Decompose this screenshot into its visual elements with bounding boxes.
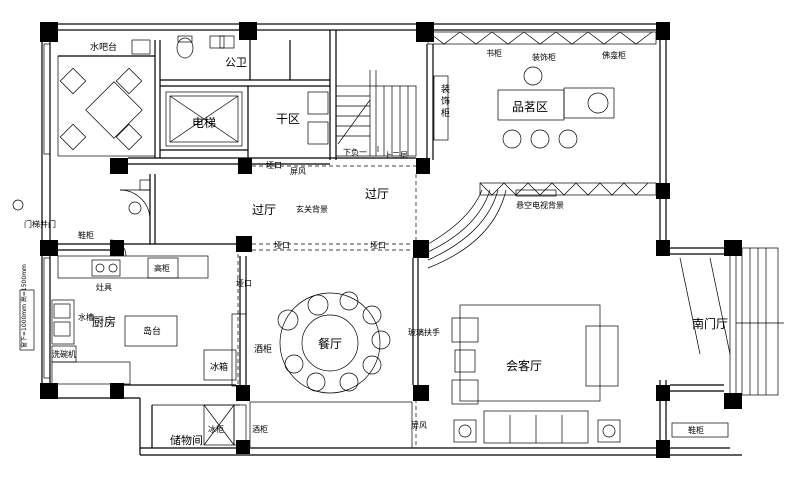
south-entry-steps	[671, 247, 784, 438]
label-living: 会客厅	[506, 358, 542, 373]
label-elevator: 电梯	[192, 116, 216, 130]
label-shoe-cabinet-left: 鞋柜	[78, 230, 94, 240]
label-fridge-storage: 冰柜	[208, 424, 224, 434]
elevator-shaft	[165, 91, 243, 147]
kitchen-fixtures	[51, 255, 247, 387]
label-wine-cabinet-1: 酒柜	[254, 343, 272, 355]
dining-table	[249, 291, 413, 449]
label-bookshelf: 书柜	[486, 48, 502, 58]
living-furniture	[451, 304, 621, 444]
label-glass-rail: 玻璃扶手	[408, 327, 440, 337]
windows	[43, 31, 657, 379]
storage-fixtures	[203, 404, 247, 446]
openings	[237, 165, 417, 448]
outside-marks	[12, 199, 142, 351]
tea-area-furniture	[433, 66, 615, 149]
label-shoe-cabinet-right: 鞋柜	[688, 425, 704, 435]
label-screen-bottom: 屏风	[411, 421, 427, 430]
label-decor-cabinet-v: 装饰柜	[441, 83, 450, 119]
label-dining: 餐厅	[318, 336, 342, 351]
label-high-cabinet: 高柜	[154, 263, 170, 273]
wc-fixtures	[176, 35, 329, 145]
label-screen-top: 屏风	[290, 167, 306, 176]
interior-walls	[58, 30, 737, 393]
label-suspended-tv: 悬空电视背景	[516, 200, 564, 210]
label-entry-screen: 玄关背景	[296, 204, 328, 214]
label-wine-cabinet-2: 酒柜	[252, 424, 268, 434]
label-window-note: 窗下=1000mm 高=1500mm	[20, 264, 28, 348]
label-island: 岛台	[143, 325, 161, 337]
label-south-hall: 南门厅	[692, 316, 728, 331]
label-dishwasher: 洗碗机	[52, 349, 76, 359]
label-sink: 水槽	[78, 312, 94, 322]
label-public-wc: 公卫	[225, 56, 247, 69]
label-tea-area: 品茗区	[512, 100, 548, 114]
curved-rail	[427, 189, 557, 269]
structural-columns	[40, 22, 742, 458]
label-decor-cabinet: 装饰柜	[532, 52, 556, 62]
label-corridor-left: 过厅	[252, 203, 276, 217]
label-pass-3: 垭口	[370, 241, 386, 250]
label-go-down: 下负一	[343, 147, 367, 157]
label-corridor-right: 过厅	[365, 187, 389, 201]
label-stove: 灶具	[96, 282, 112, 292]
label-pass-1: 垭口	[266, 161, 282, 170]
label-water-bar: 水吧台	[90, 41, 117, 53]
door-swings	[109, 179, 151, 257]
label-pass-2: 垭口	[274, 241, 290, 250]
label-pass-4: 垭口	[236, 279, 252, 288]
label-elevator-well-door: 门梯井门	[24, 219, 56, 229]
breakfast-table	[57, 39, 156, 157]
label-go-up: 上二层	[384, 151, 408, 160]
label-kitchen: 厨房	[92, 314, 116, 329]
staircase	[335, 70, 417, 157]
label-decor-cabinet-vertical: 装饰柜	[441, 83, 450, 119]
label-fridge-kitchen: 冰箱	[210, 361, 228, 373]
label-buddha-cabinet: 佛龛柜	[602, 50, 626, 60]
label-storage: 储物间	[170, 433, 203, 447]
room-labels: 水吧台 公卫 电梯 干区 下负一 上二层 书柜 装饰柜 佛龛柜 品茗区 装饰柜 …	[20, 41, 728, 447]
label-dry-zone: 干区	[276, 112, 300, 126]
